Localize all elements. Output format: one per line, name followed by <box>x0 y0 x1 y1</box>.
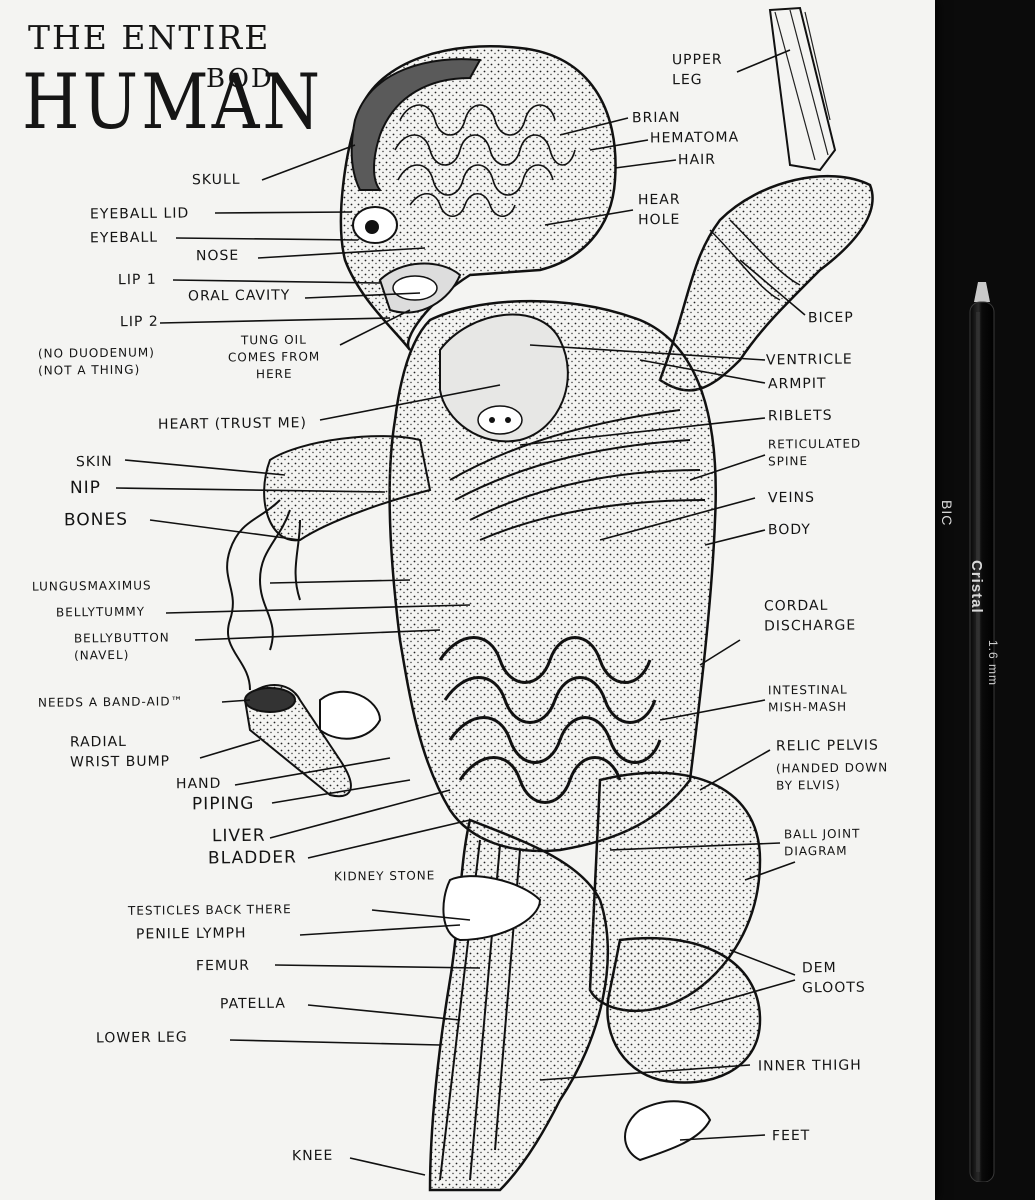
label-eyeball-lid: EYEBALL LID <box>89 205 190 223</box>
label-penile-lymph: PENILE LYMPH <box>135 925 247 943</box>
label-upper-leg: UPPER LEG <box>671 51 723 89</box>
label-no-duodenum: (NO DUODENUM) (NOT A THING) <box>37 345 155 378</box>
hand-shape <box>319 690 382 740</box>
brain-folds <box>394 104 576 218</box>
label-nip: NIP <box>69 477 102 499</box>
label-bellytummy: BELLYTUMMY <box>55 604 146 620</box>
label-dem-gloots: DEM GLOOTS <box>801 959 866 997</box>
label-kidney-stone: KIDNEY STONE <box>333 868 436 884</box>
label-cordal-discharge: CORDAL DISCHARGE <box>763 597 857 635</box>
label-armpit: ARMPIT <box>767 375 827 393</box>
label-femur: FEMUR <box>195 957 251 975</box>
label-liver: LIVER <box>211 825 266 847</box>
label-bladder: BLADDER <box>207 847 297 869</box>
label-bicep: BICEP <box>807 309 854 327</box>
pen-illustration <box>969 282 995 1182</box>
label-piping: PIPING <box>191 793 255 815</box>
label-relic-note: (HANDED DOWN BY ELVIS) <box>775 760 889 793</box>
leg-shape <box>428 818 610 1192</box>
label-bellybutton: BELLYBUTTON (NAVEL) <box>73 630 170 663</box>
label-lungus: LUNGUSMAXIMUS <box>31 578 152 594</box>
label-skin: SKIN <box>75 453 113 471</box>
pen-tip <box>974 282 990 302</box>
label-hear-hole: HEAR HOLE <box>637 191 681 229</box>
intestines-shape <box>438 636 662 804</box>
label-hematoma: HEMATOMA <box>649 129 740 147</box>
title-line-3: BOD <box>206 64 274 94</box>
label-reticulated-spine: RETICULATED SPINE <box>767 436 862 469</box>
label-inner-thigh: INNER THIGH <box>757 1057 862 1075</box>
label-tung-oil: TUNG OIL COMES FROM HERE <box>227 332 321 382</box>
label-bones: BONES <box>63 509 129 531</box>
label-patella: PATELLA <box>219 995 287 1013</box>
label-radial: RADIAL WRIST BUMP <box>69 733 171 771</box>
label-hand: HAND <box>175 775 222 793</box>
label-knee: KNEE <box>291 1147 334 1165</box>
label-testicles: TESTICLES BACK THERE <box>127 902 292 918</box>
paper-sheet: THE ENTIRE HUMAN BOD UPPER LEG BRIAN HEM… <box>0 0 935 1200</box>
gloots-shape <box>606 936 762 1084</box>
pen-barrel <box>969 301 995 1182</box>
label-band-aid: NEEDS A BAND-AID™ <box>37 694 184 710</box>
title-line-2: HUMAN <box>22 58 324 147</box>
label-riblets: RIBLETS <box>767 407 833 425</box>
label-nose: NOSE <box>195 247 240 265</box>
label-oral-cavity: ORAL CAVITY <box>187 287 291 305</box>
pen-size: 1.6 mm <box>986 640 1000 687</box>
label-relic-pelvis: RELIC PELVIS <box>775 737 879 755</box>
pen-brand: BIC <box>939 500 955 527</box>
label-feet: FEET <box>771 1127 811 1145</box>
raised-leg-shape <box>768 6 837 172</box>
label-hair: HAIR <box>677 151 717 169</box>
label-skull: SKULL <box>191 171 241 189</box>
label-brian: BRIAN <box>631 109 681 127</box>
label-ball-joint: BALL JOINT DIAGRAM <box>783 826 861 859</box>
label-lip2: LIP 2 <box>119 313 159 331</box>
pen-model: Cristal <box>968 560 985 614</box>
label-heart: HEART (TRUST ME) <box>157 415 308 433</box>
skull-cap <box>350 58 482 191</box>
label-veins: VEINS <box>767 489 816 507</box>
label-lower-leg: LOWER LEG <box>95 1029 188 1047</box>
foot-shape <box>624 1100 712 1162</box>
title-line-1: THE ENTIRE <box>28 18 271 57</box>
label-eyeball: EYEBALL <box>89 229 159 247</box>
label-ventricle: VENTRICLE <box>765 351 853 369</box>
label-intestinal: INTESTINAL MISH-MASH <box>767 682 848 715</box>
label-body: BODY <box>767 521 812 539</box>
label-lip1: LIP 1 <box>117 271 157 289</box>
